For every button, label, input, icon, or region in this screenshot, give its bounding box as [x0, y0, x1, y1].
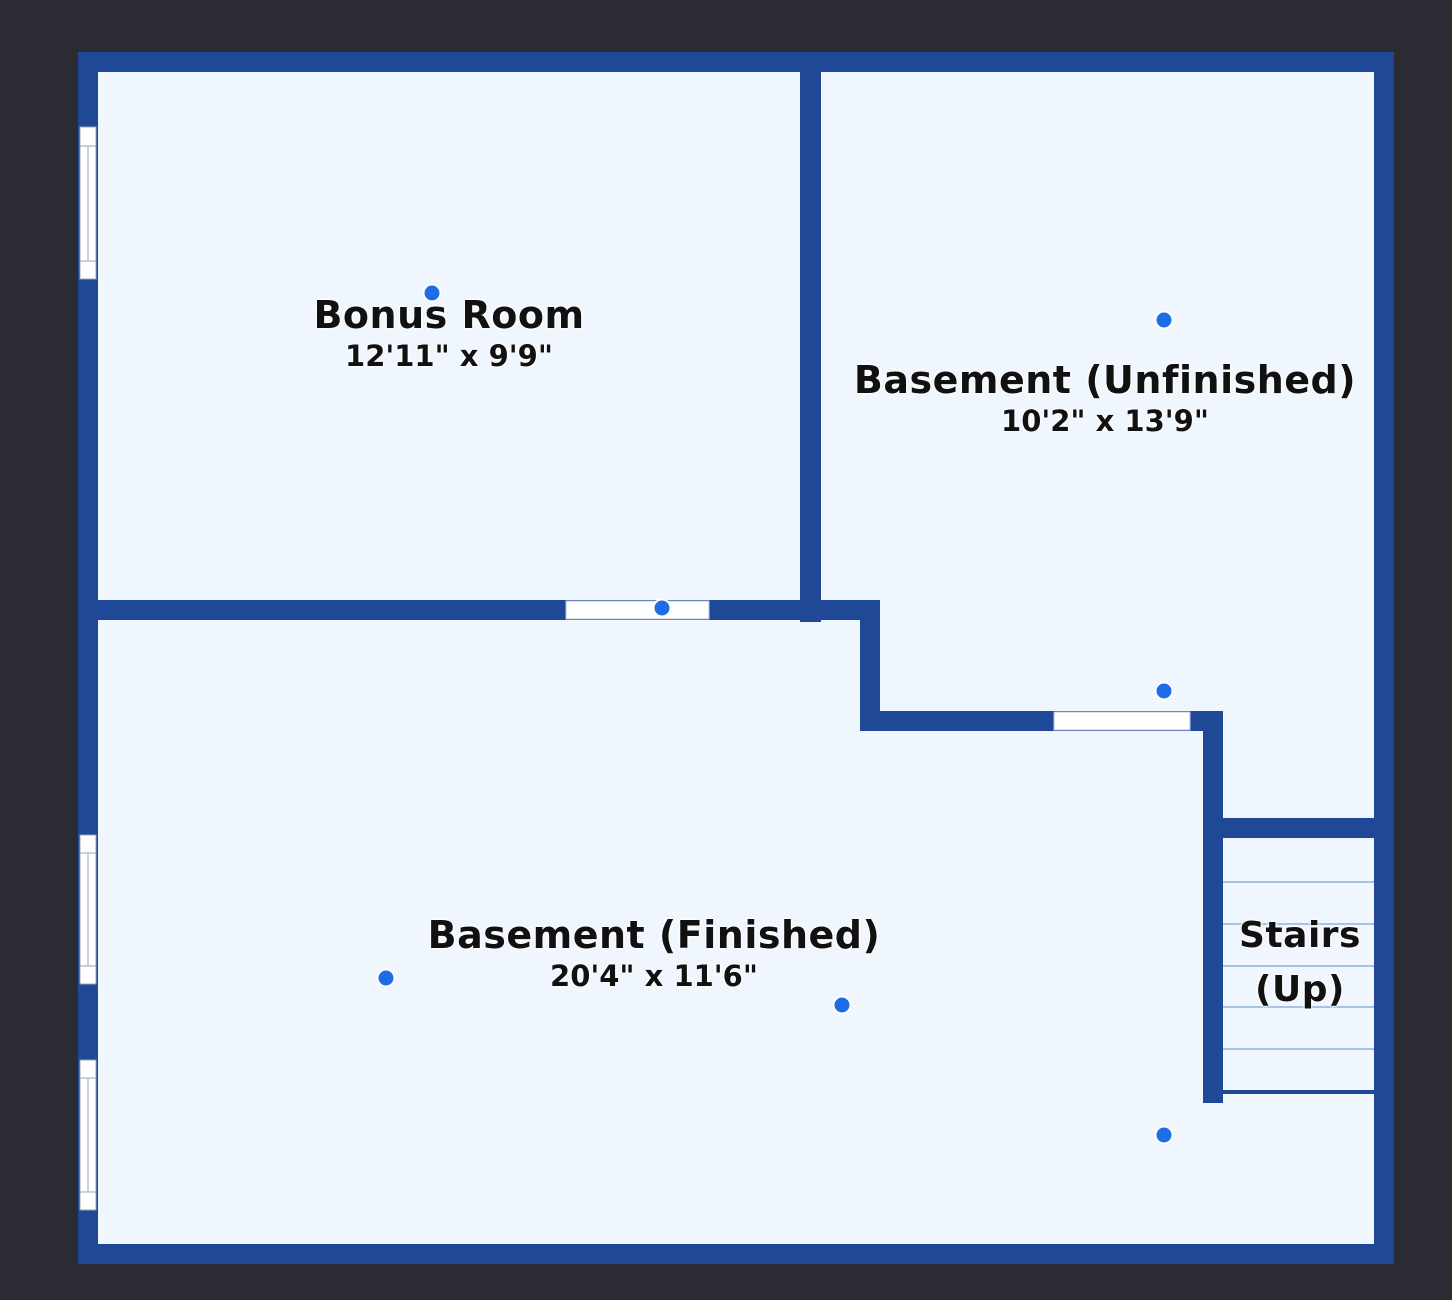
window-basement-upper	[79, 834, 97, 985]
room-dimensions: 10'2" x 13'9"	[1001, 404, 1209, 438]
window-basement-lower	[79, 1059, 97, 1211]
room-name: Basement (Finished)	[427, 913, 881, 957]
location-dot-icon[interactable]	[832, 995, 852, 1015]
room-name: Stairs	[1239, 915, 1361, 956]
stair-treads	[1223, 881, 1374, 1050]
floor-area	[88, 62, 1383, 1254]
room-direction: (Up)	[1255, 969, 1345, 1010]
stair-landing-edge	[1223, 1090, 1374, 1094]
window-bonus-room	[79, 126, 97, 280]
windows	[79, 126, 97, 1211]
location-dot-icon[interactable]	[376, 968, 396, 988]
room-label-stairs: Stairs (Up)	[1239, 909, 1361, 1017]
door-openings	[565, 600, 1191, 731]
room-label-basement-unfinished: Basement (Unfinished) 10'2" x 13'9"	[854, 357, 1356, 439]
room-label-basement-finished: Basement (Finished) 20'4" x 11'6"	[428, 912, 881, 994]
room-name: Bonus Room	[313, 293, 585, 337]
location-dot-icon[interactable]	[1154, 681, 1174, 701]
location-dot-icon[interactable]	[422, 283, 442, 303]
door-opening-unfinished	[1053, 711, 1191, 731]
room-name: Basement (Unfinished)	[853, 358, 1357, 402]
room-label-bonus-room: Bonus Room 12'11" x 9'9"	[313, 292, 584, 374]
room-dimensions: 12'11" x 9'9"	[345, 339, 553, 373]
location-dot-icon[interactable]	[652, 598, 672, 618]
room-dimensions: 20'4" x 11'6"	[550, 959, 758, 993]
location-dot-icon[interactable]	[1154, 310, 1174, 330]
location-dot-icon[interactable]	[1154, 1125, 1174, 1145]
door-opening-bonus-room	[565, 600, 710, 620]
markers	[376, 283, 1174, 1145]
